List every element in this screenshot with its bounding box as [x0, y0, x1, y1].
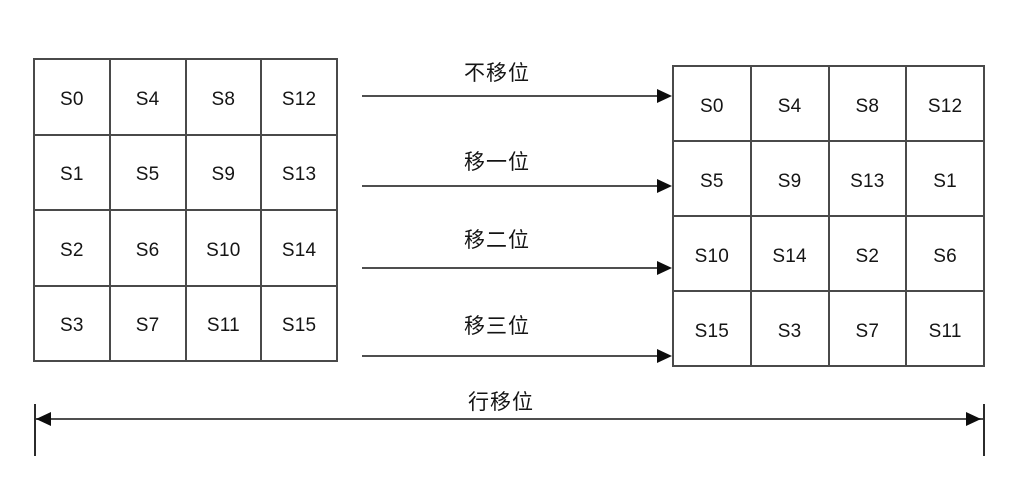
cell-label: S3 — [777, 320, 802, 342]
matrix-cell: S15 — [674, 292, 752, 367]
cell-label: S15 — [281, 315, 317, 337]
cell-label: S5 — [135, 164, 160, 186]
matrix-cell: S3 — [35, 286, 111, 362]
matrix-cell: S0 — [674, 67, 752, 142]
matrix-cell: S8 — [186, 60, 263, 136]
cell-label: S14 — [772, 245, 807, 267]
arrow-head-right-icon — [657, 349, 672, 363]
cell-label: S10 — [206, 239, 241, 261]
matrix-cell: S7 — [110, 286, 187, 362]
shift-arrow-0 — [362, 89, 672, 103]
cell-label: S12 — [927, 95, 963, 117]
matrix-cell: S1 — [907, 142, 985, 217]
matrix-cell: S11 — [186, 286, 263, 362]
cell-label: S0 — [700, 95, 724, 117]
cell-label: S15 — [694, 320, 730, 342]
arrow-line — [362, 185, 658, 187]
arrow-line — [362, 95, 658, 97]
matrix-cell: S0 — [35, 60, 111, 136]
cell-label: S9 — [777, 170, 802, 192]
matrix-cell: S4 — [110, 60, 187, 136]
state-matrix-before: S0 S4 S8 S12 S1 S5 S9 S13 S2 S6 S10 S14 … — [33, 58, 338, 362]
matrix-cell: S8 — [829, 67, 908, 142]
cell-label: S2 — [855, 245, 880, 267]
diagram-caption: 行移位 — [468, 391, 534, 414]
shift-arrow-3 — [362, 349, 672, 363]
state-matrix-after: S0 S4 S8 S12 S5 S9 S13 S1 S10 S14 S2 S6 … — [672, 65, 985, 367]
cell-label: S3 — [60, 315, 84, 337]
matrix-cell: S4 — [751, 67, 830, 142]
matrix-cell: S5 — [674, 142, 752, 217]
shift-label-1: 移一位 — [464, 151, 530, 174]
cell-label: S1 — [60, 164, 84, 186]
cell-label: S11 — [928, 320, 962, 342]
cell-label: S13 — [281, 164, 317, 186]
matrix-cell: S5 — [110, 135, 187, 211]
dimension-tick-left — [34, 404, 36, 456]
cell-label: S1 — [933, 170, 957, 192]
cell-label: S7 — [135, 315, 160, 337]
matrix-cell: S12 — [907, 67, 985, 142]
matrix-cell: S6 — [907, 217, 985, 292]
matrix-cell: S9 — [186, 135, 263, 211]
shift-label-0: 不移位 — [464, 62, 530, 85]
cell-label: S14 — [281, 239, 317, 261]
shift-arrow-2 — [362, 261, 672, 275]
arrow-head-left-icon — [36, 412, 51, 426]
matrix-cell: S11 — [907, 292, 985, 367]
matrix-cell: S10 — [674, 217, 752, 292]
shift-label-3: 移三位 — [464, 315, 530, 338]
arrow-head-right-icon — [657, 179, 672, 193]
cell-label: S5 — [700, 170, 724, 192]
arrow-line — [362, 355, 658, 357]
cell-label: S13 — [850, 170, 885, 192]
cell-label: S6 — [135, 239, 160, 261]
arrow-head-right-icon — [657, 89, 672, 103]
arrow-head-right-icon — [966, 412, 981, 426]
cell-label: S12 — [281, 88, 317, 110]
cell-label: S0 — [60, 88, 84, 110]
matrix-cell: S15 — [262, 286, 338, 362]
matrix-cell: S13 — [829, 142, 908, 217]
matrix-cell: S2 — [35, 211, 111, 287]
matrix-cell: S14 — [262, 211, 338, 287]
matrix-cell: S13 — [262, 135, 338, 211]
shift-arrow-1 — [362, 179, 672, 193]
arrow-line — [362, 267, 658, 269]
matrix-cell: S9 — [751, 142, 830, 217]
arrow-head-right-icon — [657, 261, 672, 275]
matrix-cell: S12 — [262, 60, 338, 136]
matrix-cell: S3 — [751, 292, 830, 367]
cell-label: S4 — [777, 95, 802, 117]
span-dimension-arrow — [34, 404, 985, 456]
cell-label: S2 — [60, 239, 84, 261]
cell-label: S11 — [206, 315, 240, 337]
cell-label: S7 — [855, 320, 880, 342]
dimension-tick-right — [983, 404, 985, 456]
cell-label: S6 — [933, 245, 957, 267]
matrix-cell: S1 — [35, 135, 111, 211]
cell-label: S8 — [855, 95, 880, 117]
matrix-cell: S7 — [829, 292, 908, 367]
matrix-cell: S2 — [829, 217, 908, 292]
cell-label: S9 — [211, 164, 236, 186]
cell-label: S8 — [211, 88, 236, 110]
shift-label-2: 移二位 — [464, 229, 530, 252]
matrix-cell: S10 — [186, 211, 263, 287]
matrix-cell: S6 — [110, 211, 187, 287]
dimension-line — [34, 418, 985, 420]
matrix-cell: S14 — [751, 217, 830, 292]
cell-label: S10 — [694, 245, 730, 267]
cell-label: S4 — [135, 88, 160, 110]
